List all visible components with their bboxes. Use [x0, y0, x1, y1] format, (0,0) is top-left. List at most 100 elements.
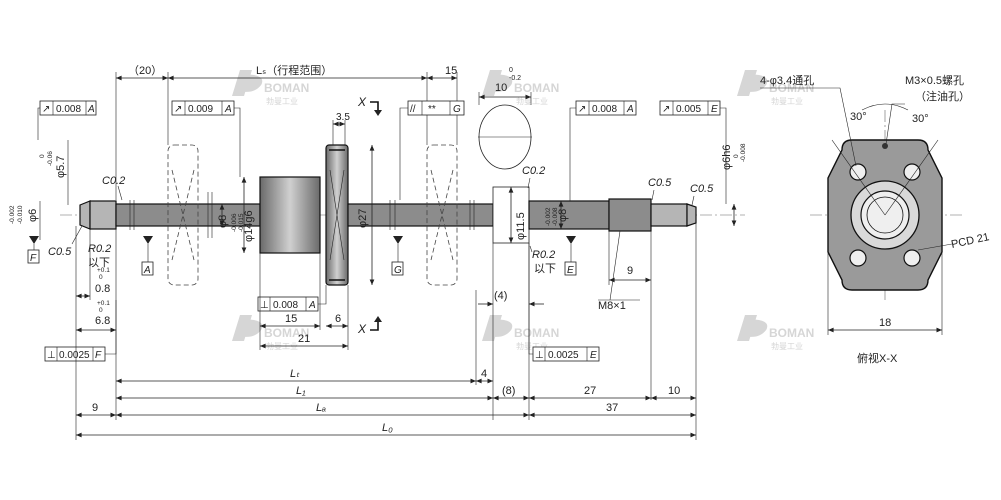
svg-text:A: A [308, 300, 316, 311]
label-phi57-tol-bot: -0.06 [47, 151, 54, 166]
svg-text:0.008: 0.008 [56, 104, 81, 115]
label-oil: （注油孔） [915, 89, 970, 103]
dim-68: 6.8 [95, 315, 110, 327]
dim-9-right: 9 [627, 265, 633, 277]
label-phi6h6-tol-bot: -0.008 [740, 143, 747, 162]
datum-e: E [567, 265, 574, 276]
label-c02-left: C0.2 [102, 175, 125, 187]
label-c05-right-a: C0.5 [648, 177, 672, 189]
dim-10-tol-bot: -0.2 [509, 75, 521, 82]
label-phi6: φ6 [27, 209, 39, 222]
svg-text:E: E [711, 104, 718, 115]
tolerance-frame-runout-a-left: ↗ 0.008 A [37, 100, 97, 140]
label-phi115: φ11.5 [515, 212, 527, 240]
dim-4p: (4) [494, 290, 507, 302]
watermark-logo: BOMAN 勃曼工业 [737, 70, 814, 106]
svg-text:**: ** [428, 104, 436, 115]
label-m8: M8×1 [598, 300, 626, 312]
watermarks: BOMAN 勃曼工业 BOMAN 勃曼工业 BOMAN 勃曼工业 BOMAN 勃… [232, 70, 814, 351]
left-thread-marks [129, 192, 213, 238]
mount-hole [903, 249, 921, 267]
label-phi57-tol-top: 0 [39, 154, 46, 158]
svg-text:A: A [626, 104, 634, 115]
dim-10-bottom: 10 [668, 385, 680, 397]
right-end-tip [686, 203, 697, 227]
label-c02-right: C0.2 [522, 165, 545, 177]
svg-text:G: G [453, 104, 461, 115]
svg-text:⊥: ⊥ [47, 350, 56, 361]
svg-text:0.008: 0.008 [273, 300, 298, 311]
tolerance-frame-runout-a-right: ↗ 0.008 A [569, 100, 637, 201]
dim-lt: Lₜ [290, 368, 300, 380]
watermark-brand: BOMAN [514, 326, 559, 340]
label-pcd: PCD 21 [950, 231, 990, 251]
watermark-logo: BOMAN 勃曼工业 [482, 315, 559, 351]
dim-08: 0.8 [95, 283, 110, 295]
section-mark-bottom: X [357, 322, 367, 336]
dim-la: Lₐ [316, 402, 326, 414]
label-phi57: φ5.7 [55, 156, 67, 178]
side-view-x-x: 4-φ3.4通孔 M3×0.5螺孔 （注油孔） 30° 30° PCD 21 1… [760, 74, 990, 365]
dim-68-tol-bot: 0 [99, 307, 103, 314]
label-below-left: 以下 [88, 257, 110, 269]
dim-4: 4 [481, 368, 487, 380]
label-phi8-tol-top: -0.006 [231, 213, 238, 232]
watermark-brand: BOMAN [264, 326, 309, 340]
svg-text:↗: ↗ [174, 104, 182, 115]
middle-shaft-section [347, 203, 494, 227]
watermark-sub: 勃曼工业 [516, 96, 548, 106]
oil-hole [882, 143, 888, 149]
svg-text:⊥: ⊥ [535, 350, 544, 361]
dim-8p: (8) [502, 385, 515, 397]
label-phi27: φ27 [357, 209, 369, 228]
dim-08-tol-top: +0.1 [97, 267, 110, 274]
svg-text:↗: ↗ [662, 104, 670, 115]
dim-10-top: 10 [495, 82, 507, 94]
dim-lo: L₀ [382, 422, 393, 434]
tolerance-frame-perp-e: ⊥ 0.0025 E [528, 243, 600, 362]
label-c05-left: C0.5 [48, 246, 72, 258]
label-phi8-right-tol-top: -0.002 [545, 207, 552, 226]
svg-text:⊥: ⊥ [260, 300, 269, 311]
label-screw: M3×0.5螺孔 [905, 74, 964, 87]
label-phi8-shaft: φ8 [217, 215, 229, 228]
dim-ls-range: Lₛ（行程范围） [256, 63, 332, 77]
watermark-brand: BOMAN [514, 81, 559, 95]
tolerance-frame-runout-a-nut: ↗ 0.009 A [171, 100, 241, 177]
label-angle-1: 30° [850, 111, 867, 123]
label-phi6h6: φ6h6 [721, 145, 733, 171]
mount-hole [903, 163, 921, 181]
label-c05-right-b: C0.5 [690, 183, 714, 195]
dim-20: （20） [128, 64, 162, 77]
label-phi6h6-tol-top: 0 [733, 154, 740, 158]
shaft-annotations: φ8 -0.006 -0.015 φ14g6 φ27 3.5 15 6 21 G… [217, 95, 404, 350]
middle-thread-marks [389, 200, 475, 230]
dim-35: 3.5 [336, 112, 350, 123]
label-holes: 4-φ3.4通孔 [760, 74, 814, 87]
label-phi6-tol-bot: -0.010 [17, 205, 24, 224]
tolerance-frame-runout-e-right: ↗ 0.005 E [659, 100, 727, 204]
left-end-annotations: φ5.7 0 -0.06 φ6 -0.002 -0.010 C0.2 C0.5 … [9, 140, 154, 335]
top-dimensions: （20） Lₛ（行程范围） 15 10 0 -0.2 [115, 63, 532, 200]
mount-hole [849, 163, 867, 181]
tolerance-frame-perp-f: ⊥ 0.0025 F [44, 229, 117, 362]
watermark-sub: 勃曼工业 [771, 96, 803, 106]
svg-text:↗: ↗ [578, 104, 586, 115]
watermark-logo: BOMAN 勃曼工业 [482, 70, 559, 106]
ball-screw-shaft [79, 144, 697, 286]
screw-nut-body [259, 176, 321, 254]
watermark-brand: BOMAN [769, 326, 814, 340]
watermark-sub: 勃曼工业 [771, 341, 803, 351]
watermark-brand: BOMAN [264, 81, 309, 95]
dim-10-tol-top: 0 [509, 67, 513, 74]
dim-l1: L₁ [296, 385, 306, 397]
mount-hole [849, 249, 867, 267]
svg-text:F: F [95, 350, 102, 361]
left-journal [89, 200, 117, 230]
label-r02-left: R0.2 [88, 243, 111, 255]
dim-08-tol-bot: 0 [99, 274, 103, 281]
dim-9-bottom: 9 [92, 402, 98, 414]
label-angle-2: 30° [912, 113, 929, 125]
dim-15-top: 15 [445, 65, 457, 77]
